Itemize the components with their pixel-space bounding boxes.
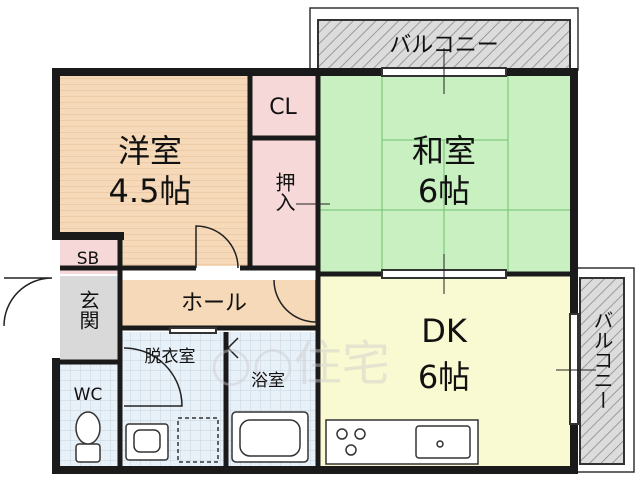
bathtub-icon (231, 411, 309, 463)
balcony-right-label: バルコニー (590, 310, 614, 410)
japanese-room-name: 和室 (412, 132, 476, 170)
watermark: ○○住宅 (210, 336, 390, 392)
closet-label: CL (269, 95, 297, 120)
washbasin-icon (125, 417, 219, 463)
hall-label: ホール (181, 291, 247, 316)
balcony-top-label: バルコニー (389, 33, 499, 58)
balcony-right (579, 277, 625, 465)
kitchen-counter-icon (325, 419, 479, 465)
entrance-area (60, 276, 118, 360)
shoe-box-label: SB (77, 249, 99, 269)
dressing-room-label: 脱衣室 (145, 347, 196, 367)
oshiire-label: 押入 (272, 172, 296, 212)
closet-area (252, 76, 316, 138)
wc-label: WC (74, 385, 103, 405)
western-room-size: 4.5帖 (109, 172, 192, 210)
oshiire-area (252, 140, 316, 266)
entrance-label: 玄関 (76, 290, 100, 330)
bathroom-label: 浴室 (251, 371, 285, 391)
japanese-room (320, 76, 570, 272)
dk-size: 6帖 (418, 358, 470, 396)
toilet-icon (75, 411, 101, 463)
dk-name: DK (421, 312, 468, 350)
hall-area (122, 280, 316, 326)
western-room-name: 洋室 (118, 132, 182, 170)
japanese-room-size: 6帖 (418, 172, 470, 210)
